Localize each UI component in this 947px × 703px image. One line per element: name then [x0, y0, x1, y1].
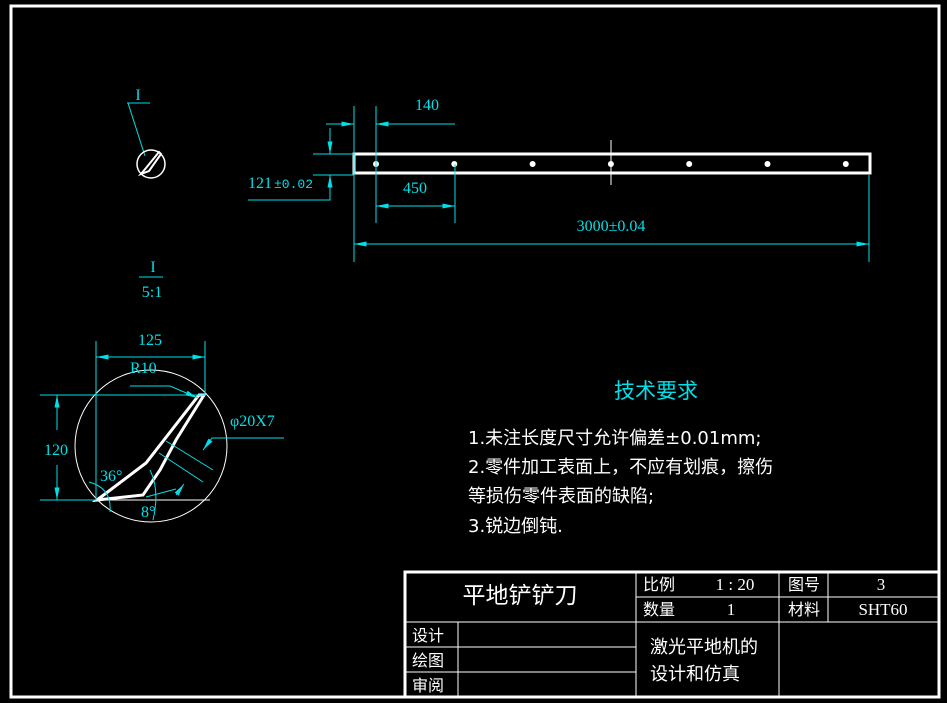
angle-36-arc — [88, 481, 111, 513]
dim-radius-leader — [130, 385, 199, 399]
detail-circle — [74, 369, 228, 523]
angle-8-arc — [149, 469, 157, 521]
mounting-hole — [764, 161, 771, 167]
dim-detail-height: 120 — [44, 442, 68, 459]
dim-radius: R10 — [130, 360, 157, 377]
requirement-item-1: 1.未注长度尺寸允许偏差±0.01mm; — [468, 428, 761, 449]
dim-hole-offset: 140 — [415, 97, 439, 114]
review-label: 审阅 — [412, 676, 444, 695]
title-block: 平地铲铲刀 比例 1 : 20 图号 3 数量 1 材料 SHT60 设计 绘图… — [403, 570, 941, 699]
mounting-hole — [529, 161, 536, 167]
draw-label: 绘图 — [412, 651, 444, 670]
dim-hole-leader — [202, 437, 284, 451]
detail-callout: I — [127, 87, 166, 179]
drawing-no-value: 3 — [877, 575, 886, 594]
scale-value: 1 : 20 — [716, 575, 755, 594]
requirement-item-2-cont: 等损伤零件表面的缺陷; — [468, 486, 654, 507]
mounting-hole — [451, 161, 458, 167]
dim-angle-36: 36° — [100, 468, 122, 485]
blade-profile-small — [137, 150, 163, 177]
requirement-item-3: 3.锐边倒钝. — [468, 516, 563, 537]
dim-hole: φ20X7 — [230, 413, 275, 430]
dim-height: 121±0.02 — [248, 175, 313, 192]
drawing-no-label: 图号 — [788, 575, 820, 594]
part-name: 平地铲铲刀 — [463, 583, 578, 609]
mounting-hole — [686, 161, 693, 167]
scale-label: 比例 — [643, 575, 675, 594]
quantity-label: 数量 — [643, 600, 675, 619]
detail-view-label: I — [150, 259, 155, 276]
detail-leader — [127, 102, 146, 157]
dim-121-arrow-bottom — [248, 175, 333, 201]
detail-circle-small — [136, 149, 166, 179]
project-line-1: 激光平地机的 — [650, 637, 758, 658]
dim-hole-pitch: 450 — [403, 180, 427, 197]
dim-hole-arrow — [174, 483, 185, 496]
material-label: 材料 — [788, 600, 820, 619]
dim-length: 3000±0.04 — [577, 218, 646, 235]
material-value: SHT60 — [858, 600, 907, 619]
mounting-hole — [842, 161, 849, 167]
dim-angle-8: 8° — [141, 504, 155, 521]
hole-line-1 — [165, 440, 214, 471]
design-label: 设计 — [412, 626, 444, 645]
detail-view: I 5:1 125 R10 120 φ20X7 36° 8° — [40, 259, 284, 523]
requirements-title: 技术要求 — [614, 379, 698, 403]
project-line-2: 设计和仿真 — [650, 664, 740, 685]
hole-line-2 — [158, 452, 204, 483]
detail-mark-label: I — [135, 87, 140, 104]
quantity-value: 1 — [727, 600, 736, 619]
dim-detail-width: 125 — [138, 332, 162, 349]
technical-requirements: 技术要求 1.未注长度尺寸允许偏差±0.01mm; 2.零件加工表面上，不应有划… — [468, 379, 773, 537]
angle-8-ref — [145, 488, 177, 498]
requirement-item-2: 2.零件加工表面上，不应有划痕，擦伤 — [468, 457, 773, 478]
detail-view-scale: 5:1 — [142, 284, 162, 301]
main-view: 140 121±0.02 450 3000±0.04 — [248, 97, 872, 262]
blade-profile — [91, 393, 207, 503]
